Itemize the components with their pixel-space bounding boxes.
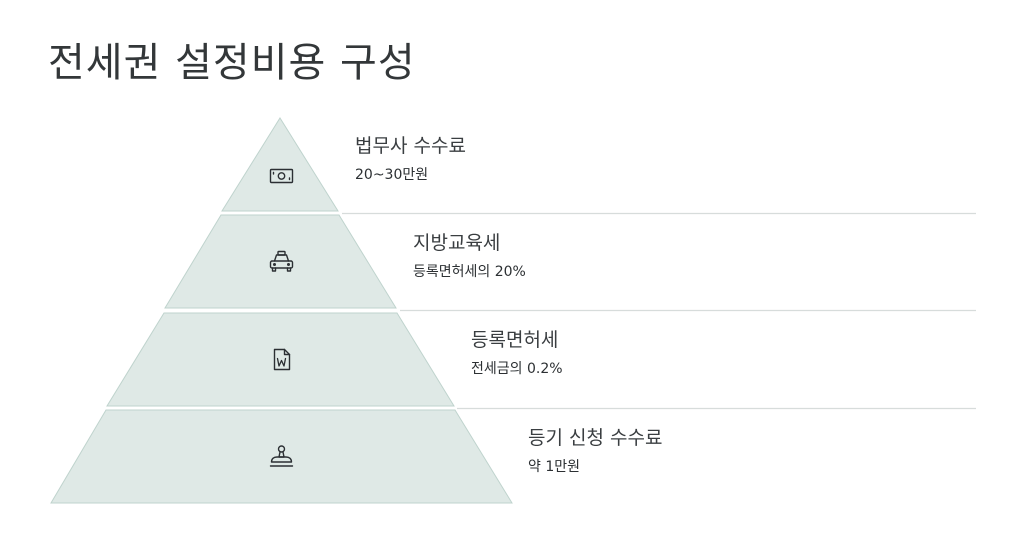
tier-1-text: 법무사 수수료 20~30만원 [355,134,466,184]
money-icon [269,168,294,184]
tier-2-detail: 등록면허세의 20% [413,264,526,280]
tier-3-detail: 전세금의 0.2% [471,361,563,377]
word-document-icon [273,348,291,371]
tier-4-detail: 약 1만원 [528,459,580,475]
tier-2-text: 지방교육세 등록면허세의 20% [413,231,526,281]
taxi-icon [269,250,294,272]
tier-1-detail: 20~30만원 [355,167,429,183]
tier-2-label: 지방교육세 [413,232,501,254]
tier-3-label: 등록면허세 [471,329,559,351]
tier-3-text: 등록면허세 전세금의 0.2% [471,328,563,378]
pyramid-tier-3 [106,312,455,407]
pyramid-tier-1 [221,117,339,212]
tier-4-label: 등기 신청 수수료 [528,427,663,449]
page-title: 전세권 설정비용 구성 [48,40,416,86]
tier-1-label: 법무사 수수료 [355,135,466,157]
tier-4-text: 등기 신청 수수료 약 1만원 [528,426,662,476]
stamp-icon [269,445,294,467]
